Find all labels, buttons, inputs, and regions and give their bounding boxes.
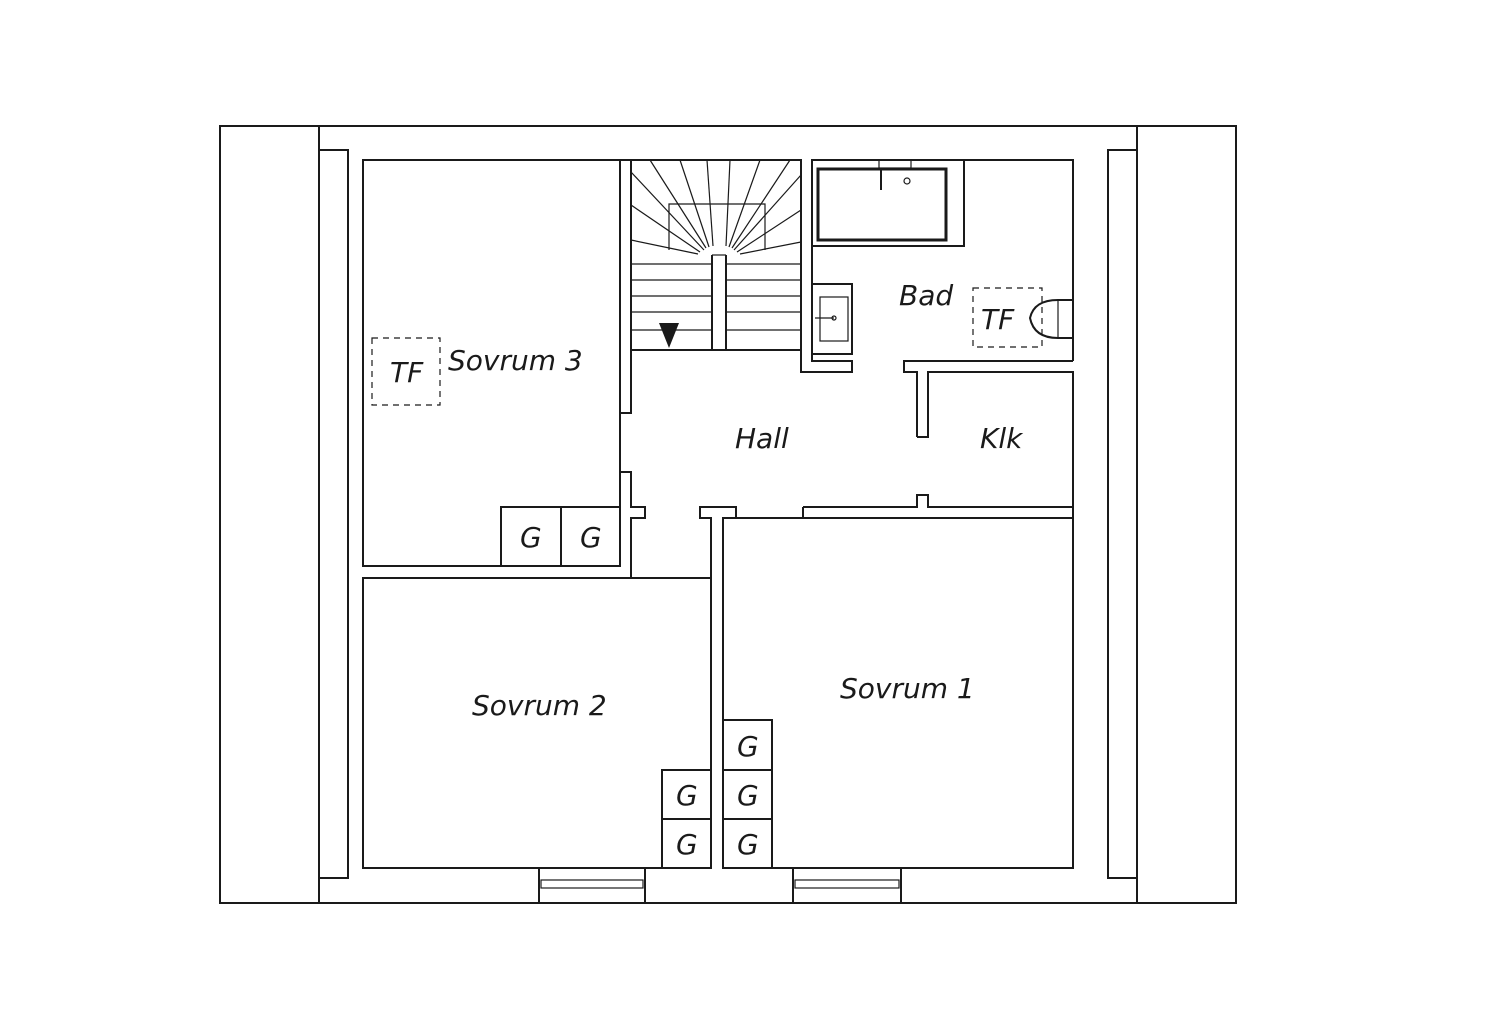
klk-door-wall: [903, 360, 1073, 437]
sovrum3-lower-wall: [363, 471, 646, 579]
label-g: G: [676, 779, 698, 812]
sink-cabinet: [811, 283, 853, 355]
label-sovrum3: Sovrum 3: [448, 344, 583, 377]
outer-outline: [219, 125, 1237, 904]
sink-basin: [819, 296, 849, 342]
label-g: G: [580, 521, 602, 554]
hall-stub-wall: [699, 506, 737, 868]
label-tf-sovrum3: TF: [390, 356, 424, 389]
tf-hatch-sovrum3: [371, 337, 441, 406]
label-tf-bad: TF: [981, 303, 1015, 336]
label-bad: Bad: [899, 279, 953, 312]
window-sovrum1: [792, 867, 902, 904]
label-g: G: [676, 828, 698, 861]
sovrum2-outline: [362, 577, 712, 869]
bad-outline: [800, 159, 1074, 373]
wardrobe-sovrum3-b: [560, 506, 621, 567]
label-g: G: [737, 779, 759, 812]
tf-hatch-bad: [972, 287, 1043, 348]
left-knee-wall: [318, 149, 349, 879]
label-g: G: [520, 521, 542, 554]
label-klk: Klk: [980, 422, 1024, 455]
label-g: G: [737, 730, 759, 763]
label-sovrum1: Sovrum 1: [840, 672, 975, 705]
toilet: [1028, 299, 1073, 339]
wardrobe-sovrum2-b: [661, 818, 712, 869]
sink-drain: [831, 315, 837, 321]
bathtub-tap: [878, 159, 912, 169]
sovrum1-top-wall: [802, 494, 1074, 519]
sovrum3-hall-wall: [619, 159, 632, 414]
bathtub-drain: [903, 177, 911, 185]
label-sovrum2: Sovrum 2: [472, 689, 607, 722]
right-knee-wall: [1107, 149, 1138, 879]
wardrobe-sovrum1-c: [722, 818, 773, 869]
klk-outline: [917, 371, 1074, 507]
label-g: G: [737, 828, 759, 861]
label-hall: Hall: [735, 422, 789, 455]
window-sovrum2: [538, 867, 646, 904]
bathtub-frame: [811, 159, 965, 247]
stair: [630, 159, 802, 351]
stair-down-arrow: [659, 323, 679, 348]
